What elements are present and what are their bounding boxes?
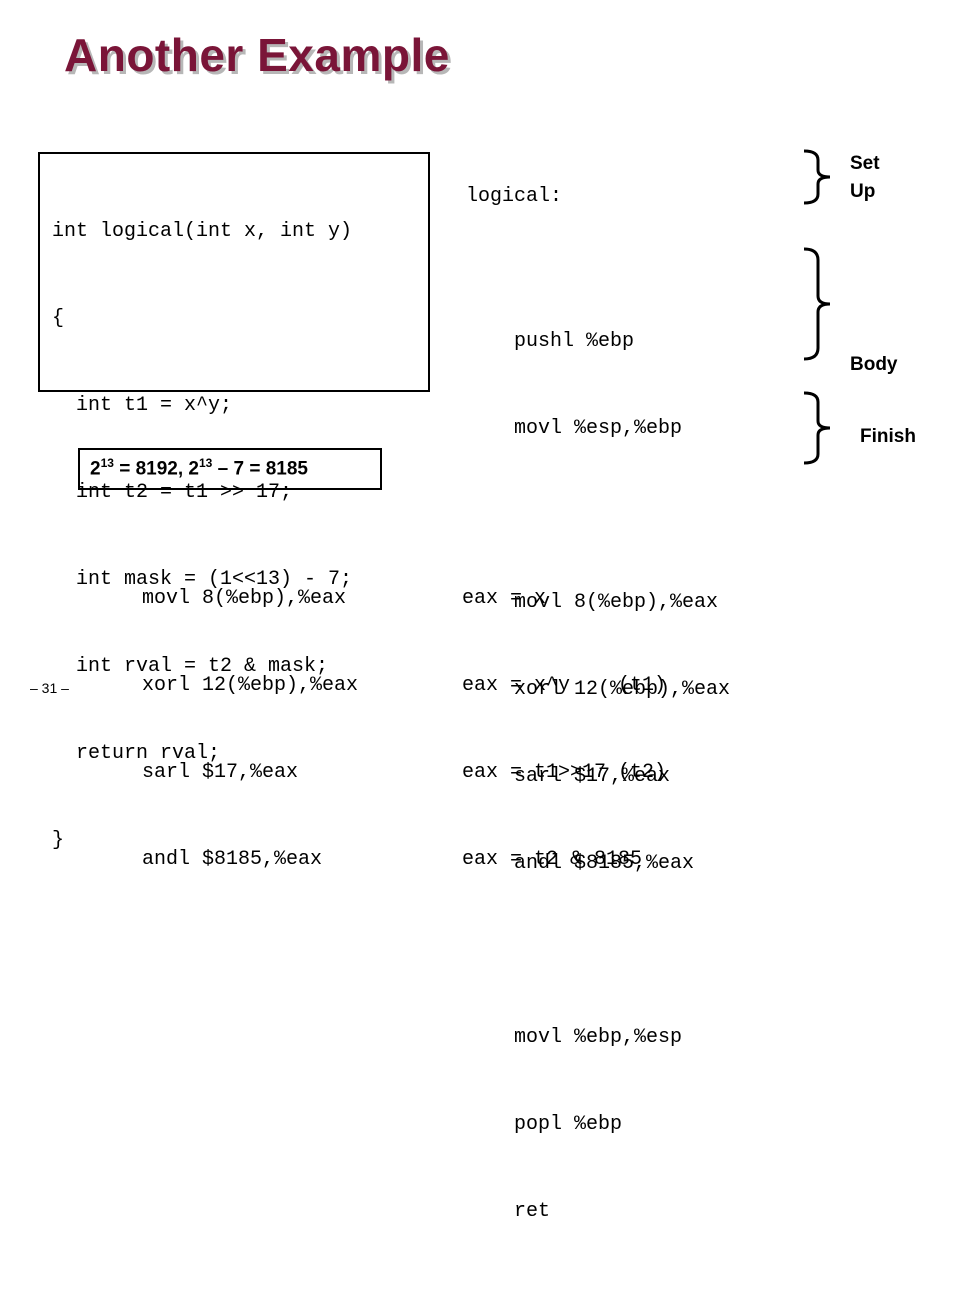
translation-instruction: sarl $17,%eax (142, 761, 299, 784)
asm-line: movl %ebp,%esp (514, 1026, 683, 1049)
c-code-box: int logical(int x, int y) { int t1 = x^y… (38, 152, 430, 852)
translation-instructions: movl 8(%ebp),%eax xorl 12(%ebp),%eax sar… (142, 526, 358, 903)
slide-title: Another Example (64, 29, 450, 81)
setup-label-line: Set (850, 153, 880, 174)
asm-label: logical: (466, 185, 563, 208)
equation-exponent: 13 (199, 456, 213, 470)
translation-instruction: xorl 12(%ebp),%eax (142, 674, 359, 697)
setup-label-line: Up (850, 181, 876, 202)
setup-brace-icon (803, 149, 831, 205)
translation-instruction: movl 8(%ebp),%eax (142, 587, 347, 610)
equation-base: 2 (90, 458, 101, 480)
equation-text: = 8192, (113, 458, 189, 480)
translation-meaning: eax = x^y (t1) (462, 674, 667, 697)
asm-line: ret (514, 1200, 551, 1223)
asm-line: pushl %ebp (514, 330, 635, 353)
translation-meaning: eax = x (462, 587, 547, 610)
c-code-line: int mask = (1<<13) - 7; (52, 568, 353, 591)
c-code-line: int t2 = t1 >> 17; (52, 481, 293, 504)
c-code-line: int logical(int x, int y) (52, 220, 353, 243)
translation-meaning: eax = t1>>17 (t2) (462, 761, 667, 784)
finish-brace-icon (803, 391, 831, 465)
equation-base: 2 (188, 458, 199, 480)
asm-line: movl %esp,%ebp (514, 417, 683, 440)
asm-line: popl %ebp (514, 1113, 623, 1136)
c-code-line: int t1 = x^y; (52, 394, 233, 417)
translation-meaning: eax = t2 & 8185 (462, 848, 643, 871)
setup-label: Set Up (850, 150, 880, 206)
c-code-line: { (52, 307, 65, 330)
body-brace-icon (803, 247, 831, 361)
translation-meanings: eax = x eax = x^y (t1) eax = t1>>17 (t2)… (462, 526, 666, 903)
body-label: Body (850, 354, 898, 375)
equation-box: 213 = 8192, 213 – 7 = 8185 (78, 448, 382, 490)
asm-line: xorl 12(%ebp),%eax (514, 678, 731, 701)
equation-text: – 7 = 8185 (212, 458, 308, 480)
translation-instruction: andl $8185,%eax (142, 848, 323, 871)
equation-exponent: 13 (100, 456, 114, 470)
finish-label: Finish (860, 426, 916, 447)
c-code-line: int rval = t2 & mask; (52, 655, 329, 678)
slide-number: – 31 – (30, 680, 69, 696)
asm-line: movl 8(%ebp),%eax (514, 591, 719, 614)
